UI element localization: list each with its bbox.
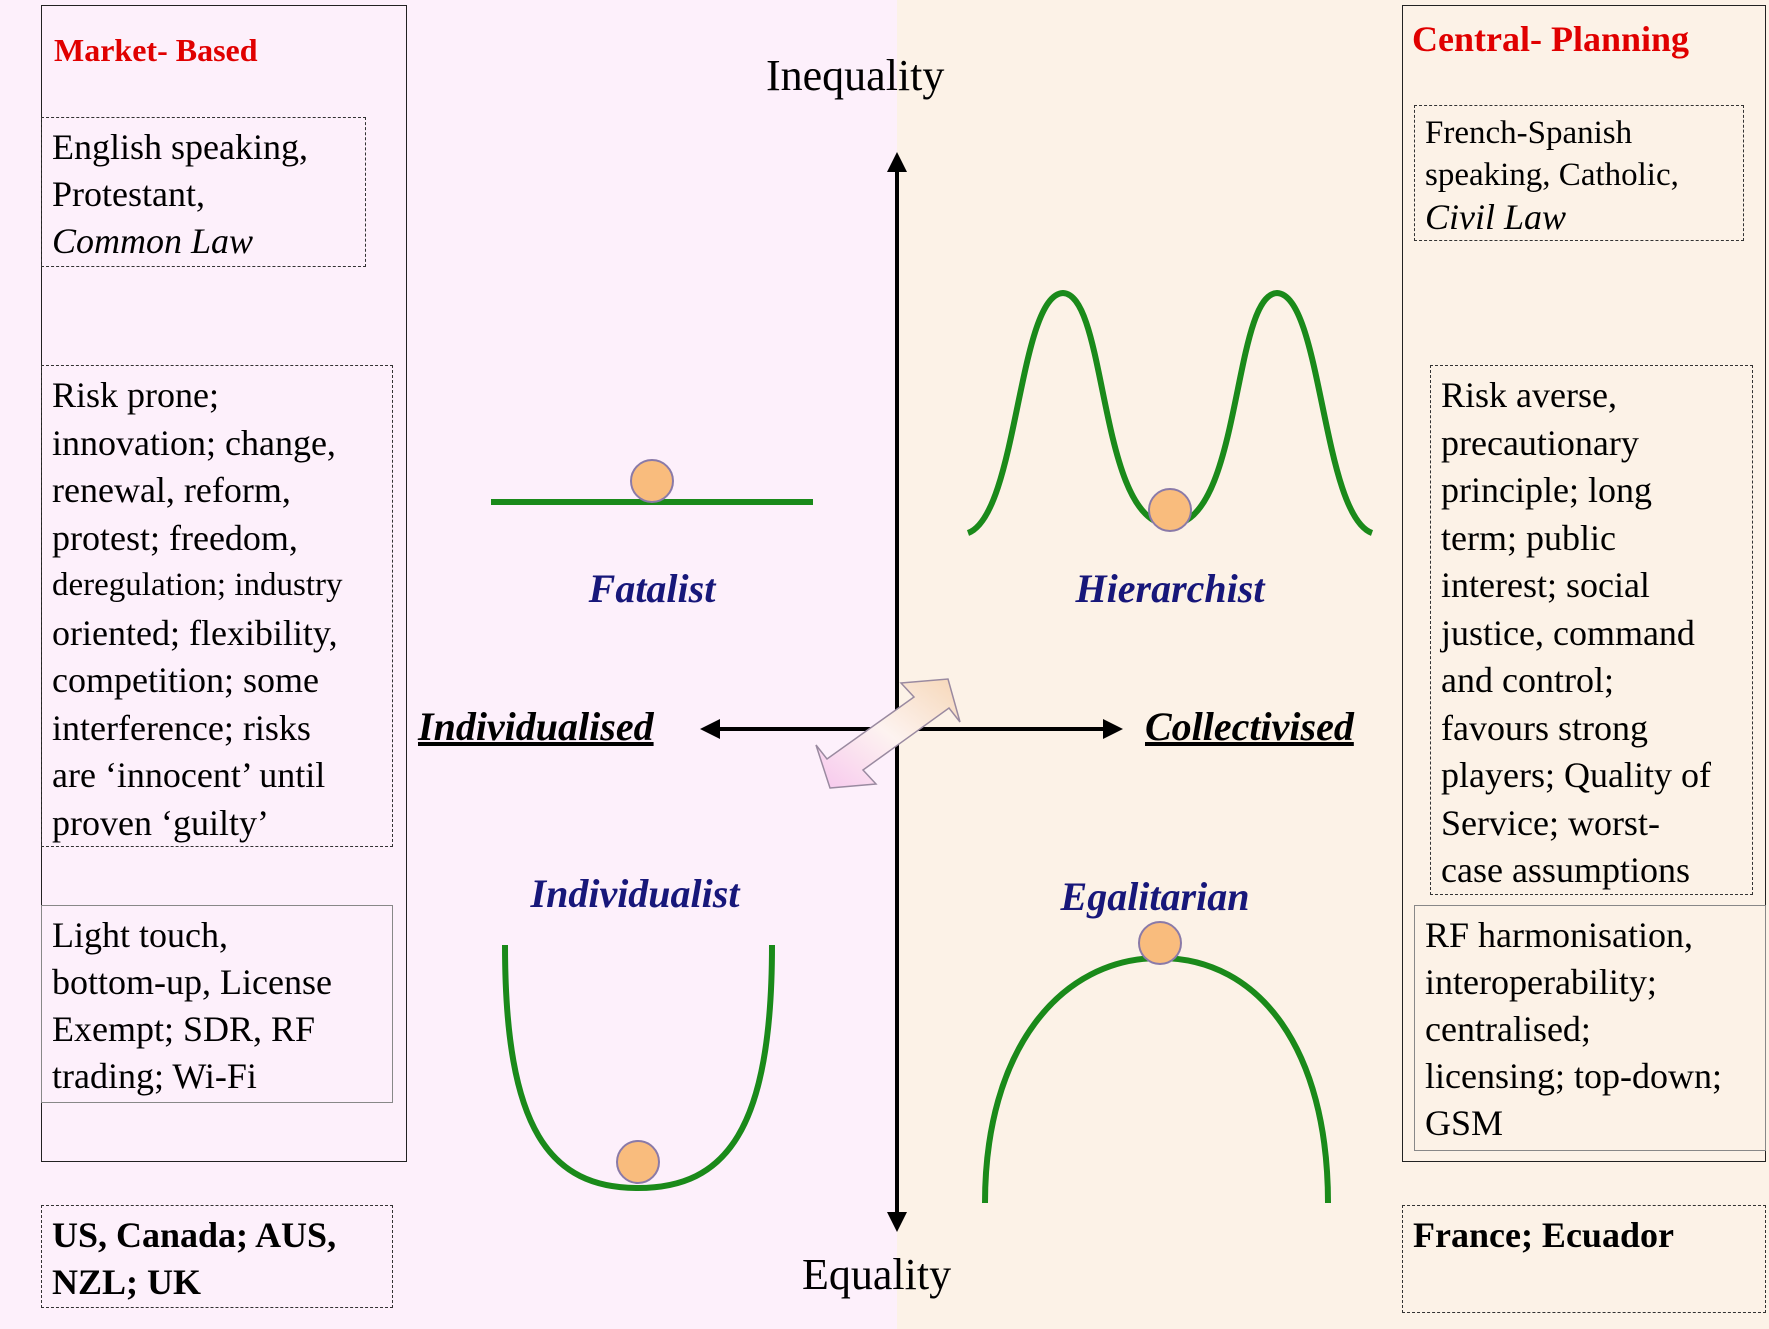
individualist-ball-icon [616, 1140, 660, 1184]
central-planning-title: Central- Planning [1412, 19, 1690, 59]
right-risk-line: principle; long [1441, 470, 1652, 510]
egalitarian-label: Egalitarian [1060, 874, 1250, 919]
arrow-left-icon [700, 719, 720, 739]
egalitarian-ball-icon [1138, 921, 1182, 965]
hierarchist-label: Hierarchist [1075, 566, 1265, 611]
right-panel [1402, 5, 1766, 1162]
left-risk-line: Risk prone; [52, 375, 219, 415]
left-countries-box: US, Canada; AUS, NZL; UK [41, 1205, 393, 1308]
right-regulation-box: RF harmonisation, interoperability; cent… [1414, 905, 1766, 1151]
market-based-title: Market- Based [54, 32, 258, 68]
left-risk-line: oriented; flexibility, [52, 612, 338, 653]
left-culture-line-3: Common Law [52, 221, 254, 261]
individualist-label: Individualist [530, 871, 740, 916]
right-culture-line-3: Civil Law [1425, 197, 1567, 237]
arrow-right-icon [1103, 719, 1123, 739]
fatalist-ball-icon [630, 459, 674, 503]
left-culture-line-1: English speaking, [52, 127, 308, 167]
right-risk-line: case assumptions [1441, 850, 1690, 890]
left-risk-line: are ‘innocent’ until [52, 755, 326, 795]
right-culture-line-1: French-Spanish [1425, 115, 1633, 151]
left-culture-box: English speaking, Protestant, Common Law [41, 117, 366, 267]
inequality-label: Inequality [766, 51, 945, 100]
right-regulation-line: GSM [1425, 1103, 1504, 1143]
arrow-up-icon [887, 152, 907, 172]
right-culture-line-2: speaking, Catholic, [1425, 157, 1679, 193]
right-background [897, 0, 1769, 1329]
fatalist-label: Fatalist [588, 566, 716, 611]
left-regulation-line: Light touch, [52, 915, 228, 955]
left-regulation-line: Exempt; SDR, RF [52, 1009, 316, 1049]
right-regulation-line: centralised; [1425, 1009, 1591, 1049]
left-regulation-box: Light touch, bottom-up, License Exempt; … [41, 905, 393, 1103]
individualised-label: Individualised [418, 704, 654, 749]
right-risk-line: and control; [1441, 660, 1614, 700]
left-risk-line: innovation; change, [52, 422, 336, 463]
right-risk-line: term; public [1441, 517, 1616, 558]
egalitarian-curve [982, 954, 1331, 1204]
left-culture-line-2: Protestant, [52, 174, 205, 214]
right-risk-box: Risk averse, precautionary principle; lo… [1430, 365, 1753, 895]
right-risk-line: Risk averse, [1441, 375, 1617, 415]
right-countries-line: France; Ecuador [1413, 1215, 1674, 1255]
hierarchist-ball-icon [1148, 488, 1192, 532]
left-risk-box: Risk prone; innovation; change, renewal,… [41, 365, 393, 847]
right-regulation-line: licensing; top-down; [1425, 1056, 1722, 1096]
left-risk-line: deregulation; industry [52, 567, 343, 603]
left-risk-line: competition; some [52, 660, 319, 700]
left-countries-line: US, Canada; AUS, [52, 1215, 337, 1255]
left-background [0, 0, 897, 1329]
right-regulation-line: RF harmonisation, [1425, 915, 1693, 955]
diagonal-double-arrow-icon [815, 678, 961, 789]
right-risk-line: interest; social [1441, 565, 1650, 605]
right-risk-line: favours strong [1441, 707, 1648, 748]
right-countries-box: France; Ecuador [1402, 1205, 1766, 1313]
left-regulation-line: bottom-up, License [52, 962, 332, 1002]
collectivised-label: Collectivised [1145, 704, 1354, 749]
left-risk-line: interference; risks [52, 707, 311, 748]
arrow-down-icon [887, 1212, 907, 1232]
individualist-curve [502, 944, 775, 1192]
right-regulation-line: interoperability; [1425, 962, 1657, 1002]
left-countries-line: NZL; UK [52, 1262, 202, 1302]
equality-label: Equality [802, 1250, 952, 1299]
right-risk-line: justice, command [1441, 612, 1695, 653]
left-risk-line: protest; freedom, [52, 517, 298, 558]
right-risk-line: players; Quality of [1441, 755, 1711, 795]
left-risk-line: proven ‘guilty’ [52, 802, 269, 843]
right-risk-line: precautionary [1441, 422, 1639, 463]
right-culture-box: French-Spanish speaking, Catholic, Civil… [1414, 105, 1744, 241]
left-risk-line: renewal, reform, [52, 470, 291, 510]
left-regulation-line: trading; Wi-Fi [52, 1056, 257, 1096]
right-risk-line: Service; worst- [1441, 802, 1660, 843]
